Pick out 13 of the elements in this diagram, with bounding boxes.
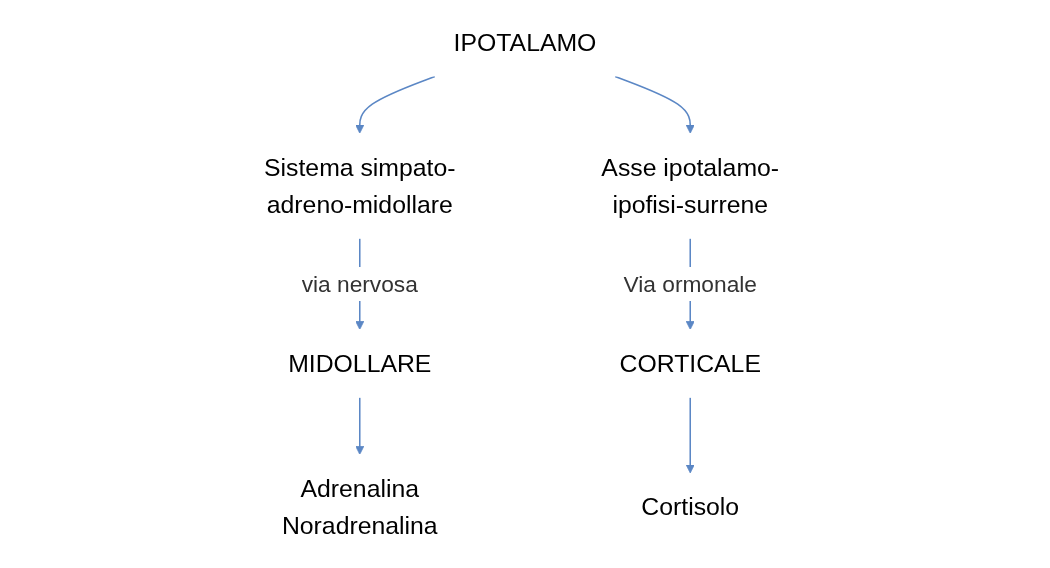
arrow [355, 396, 365, 455]
node-text: Adrenalina Noradrenalina [281, 474, 438, 540]
node-text: IPOTALAMO [453, 27, 597, 56]
arrow [614, 75, 695, 134]
node-text: CORTICALE [619, 349, 761, 377]
arrow [355, 75, 436, 134]
node-text: Asse ipotalamo-ipofisi-surrene [601, 152, 780, 218]
edge-label: via nervosa [301, 271, 418, 297]
node-text: Cortisolo [641, 492, 740, 521]
node-text: Sistema simpato-adreno-midollare [264, 152, 456, 218]
edge-label: Via ormonale [623, 271, 757, 297]
arrow [685, 396, 695, 474]
node-text: MIDOLLARE [288, 349, 432, 377]
